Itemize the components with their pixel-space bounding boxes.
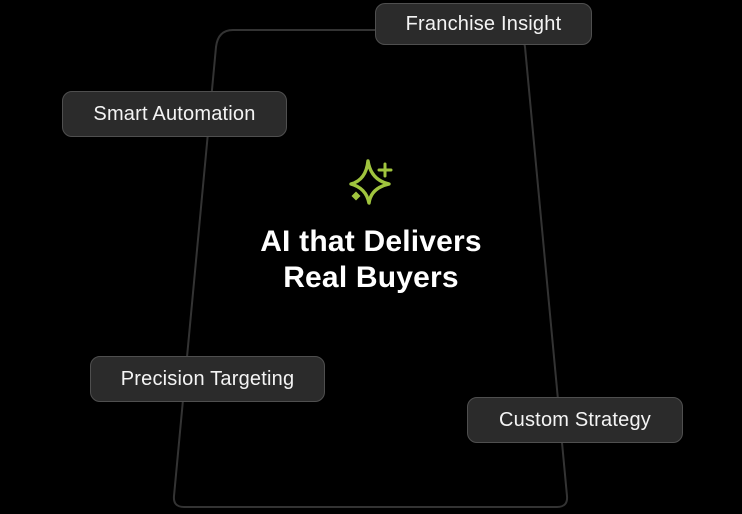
title-line-1: AI that Delivers: [260, 225, 482, 258]
badge-custom-strategy: Custom Strategy: [467, 397, 683, 443]
badge-franchise-insight: Franchise Insight: [375, 3, 592, 45]
page-title: AI that Delivers Real Buyers: [0, 224, 742, 296]
title-line-2: Real Buyers: [283, 261, 459, 294]
badge-precision-targeting: Precision Targeting: [90, 356, 325, 402]
sparkle-icon: [349, 159, 393, 205]
badge-smart-automation: Smart Automation: [62, 91, 287, 137]
